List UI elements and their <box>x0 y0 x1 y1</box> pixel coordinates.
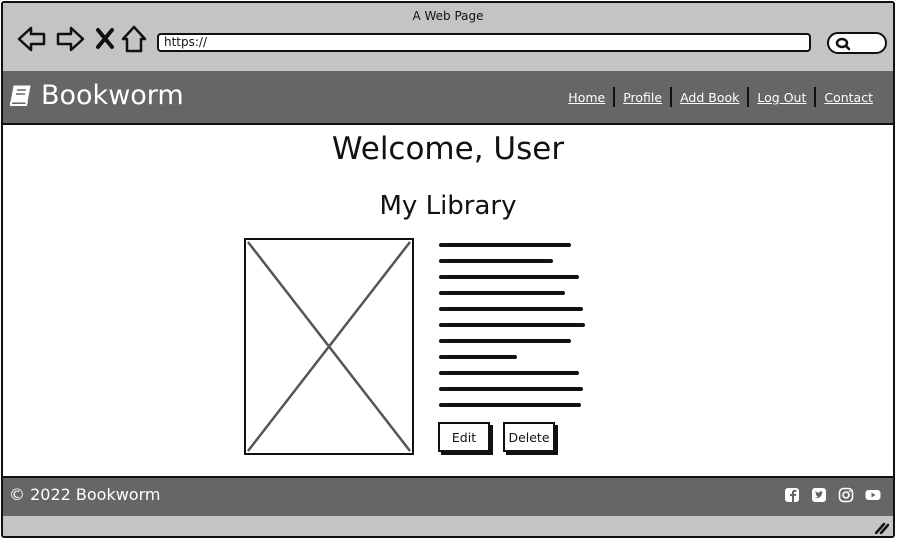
search-field[interactable] <box>827 32 887 54</box>
section-title: My Library <box>379 191 517 221</box>
home-icon[interactable] <box>121 25 147 53</box>
youtube-icon[interactable] <box>865 487 881 503</box>
text-line <box>439 275 579 279</box>
nav-divider <box>814 87 817 107</box>
book-icon <box>10 85 31 106</box>
close-icon[interactable] <box>95 25 115 51</box>
nav-home[interactable]: Home <box>568 89 606 105</box>
text-line <box>439 387 583 391</box>
text-line <box>439 291 565 295</box>
social-links <box>773 487 881 503</box>
brand-name: Bookworm <box>41 80 184 111</box>
edit-button[interactable]: Edit <box>438 422 490 452</box>
url-input[interactable]: https:// <box>157 33 811 52</box>
forward-icon[interactable] <box>55 25 85 53</box>
nav-log-out[interactable]: Log Out <box>757 89 807 105</box>
text-line <box>439 323 585 327</box>
resize-handle-icon[interactable] <box>875 522 889 534</box>
book-description-placeholder <box>439 239 589 409</box>
nav-profile[interactable]: Profile <box>623 89 663 105</box>
page-title: Welcome, User <box>331 131 565 167</box>
site-header: Bookworm Home Profile Add Book Log Out C… <box>3 71 893 125</box>
browser-toolbar: A Web Page https:// <box>3 3 893 73</box>
nav-divider <box>670 87 673 107</box>
nav-contact[interactable]: Contact <box>824 89 873 105</box>
text-line <box>439 259 553 263</box>
text-line <box>439 355 517 359</box>
book-cover-image <box>244 238 414 455</box>
nav-divider <box>747 87 750 107</box>
back-icon[interactable] <box>17 25 47 53</box>
twitter-icon[interactable] <box>811 487 827 503</box>
text-line <box>439 339 571 343</box>
main-nav: Home Profile Add Book Log Out Contact <box>560 87 881 107</box>
status-bar <box>3 516 893 536</box>
image-placeholder-icon <box>247 241 411 452</box>
window-title: A Web Page <box>412 9 484 23</box>
copyright-text: © 2022 Bookworm <box>9 485 161 504</box>
nav-add-book[interactable]: Add Book <box>680 89 740 105</box>
nav-divider <box>613 87 616 107</box>
instagram-icon[interactable] <box>838 487 854 503</box>
text-line <box>439 307 583 311</box>
delete-button[interactable]: Delete <box>503 422 555 452</box>
text-line <box>439 371 579 375</box>
site-footer: © 2022 Bookworm <box>3 476 893 518</box>
text-line <box>439 403 581 407</box>
text-line <box>439 243 571 247</box>
search-icon <box>835 37 851 51</box>
facebook-icon[interactable] <box>784 487 800 503</box>
